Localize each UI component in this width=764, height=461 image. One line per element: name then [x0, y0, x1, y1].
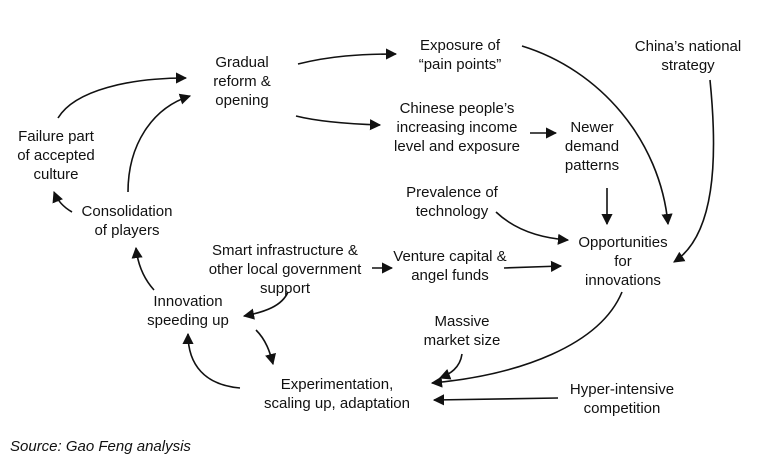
node-innovation-speeding: Innovation speeding up [147, 293, 229, 329]
node-market-size: Massive market size [423, 313, 501, 349]
arrow-competition-to-experimentation [432, 394, 559, 406]
node-income-exposure: Chinese people’s increasing income level… [394, 100, 520, 155]
node-demand-patterns: Newer demand patterns [564, 119, 620, 174]
node-venture-capital: Venture capital & angel funds [393, 248, 507, 284]
node-smart-infrastructure: Smart infrastructure & other local gover… [208, 242, 362, 297]
node-technology: Prevalence of technology [406, 184, 498, 220]
node-competition: Hyper-intensive competition [569, 381, 675, 417]
node-opportunities: Opportunities for innovations [578, 234, 668, 289]
node-failure-culture: Failure part of accepted culture [17, 128, 95, 183]
arrow-innovation-to-experimentation [255, 329, 276, 366]
arrow-exposure-to-opportunities [521, 45, 673, 226]
arrow-strategy-to-opportunities [673, 79, 715, 263]
arrow-opportunities-to-experimentation [430, 291, 623, 388]
arrow-reform-to-income [295, 115, 382, 131]
arrow-technology-to-opportunities [495, 211, 570, 245]
arrow-experimentation-to-innovation [182, 332, 241, 389]
arrow-market-to-experimentation [438, 353, 463, 380]
node-national-strategy: China’s national strategy [634, 38, 742, 74]
source-caption: Source: Gao Feng analysis [10, 438, 191, 455]
arrow-innovation-to-consolidation [131, 246, 155, 291]
arrow-failure-to-reform [57, 72, 188, 119]
node-exposure-pain-points: Exposure of “pain points” [418, 37, 502, 73]
arrow-consolidation-to-reform [127, 93, 192, 193]
arrow-venture-to-opportunities [503, 260, 563, 272]
node-experimentation: Experimentation, scaling up, adaptation [264, 376, 410, 412]
node-gradual-reform: Gradual reform & opening [213, 54, 271, 109]
arrow-consolidation-to-failure [52, 190, 73, 213]
arrow-reform-to-exposure [297, 48, 398, 65]
arrow-smart-to-innovation [242, 291, 289, 320]
node-consolidation: Consolidation of players [81, 203, 173, 239]
